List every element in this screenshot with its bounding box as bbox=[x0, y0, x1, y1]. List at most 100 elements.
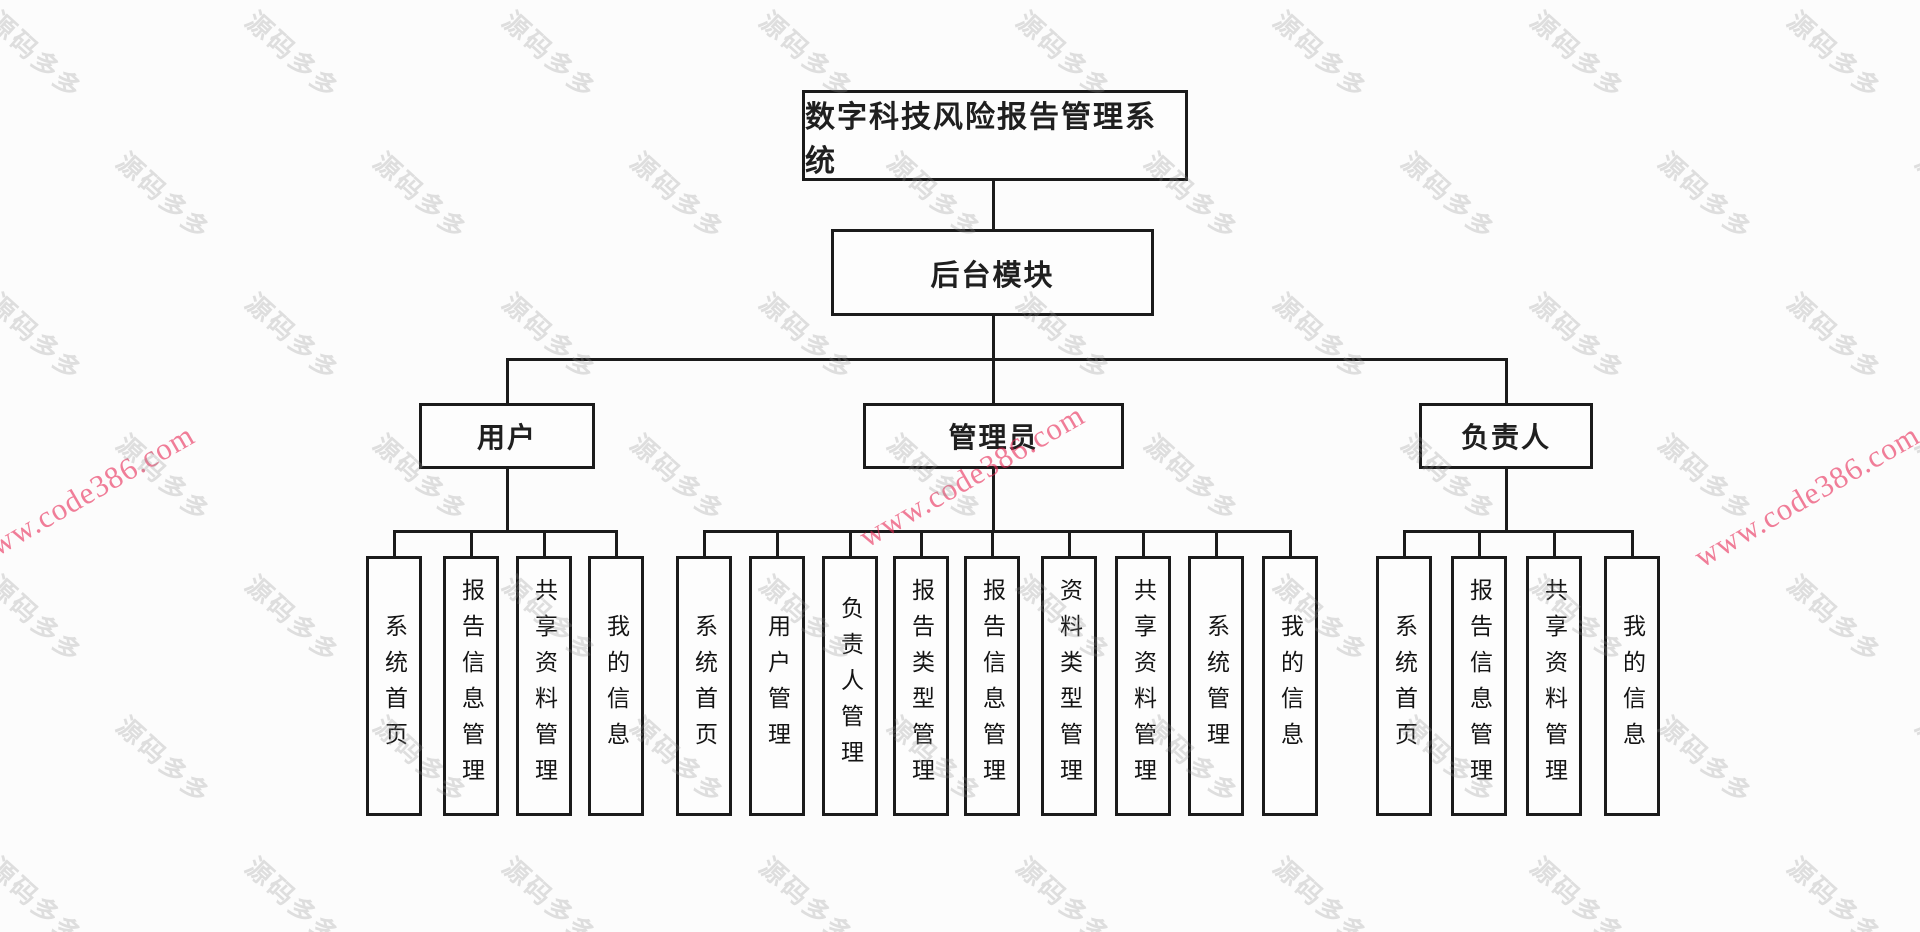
watermark-tile: 源码多多 bbox=[1909, 147, 1920, 247]
watermark-tile: 源码多多 bbox=[1909, 429, 1920, 529]
leaf-node: 报告类型管理 bbox=[893, 556, 949, 816]
node-root: 数字科技风险报告管理系统 bbox=[802, 90, 1188, 181]
watermark-tile: 源码多多 bbox=[367, 147, 474, 247]
watermark-tile: 源码多多 bbox=[1781, 852, 1888, 932]
leaf-node: 共享资料管理 bbox=[1526, 556, 1582, 816]
node-branch: 用户 bbox=[419, 403, 595, 469]
connector-line bbox=[614, 531, 618, 556]
watermark-tile: 源码多多 bbox=[1652, 429, 1759, 529]
leaf-node: 负责人管理 bbox=[822, 556, 878, 816]
connector-line bbox=[848, 531, 852, 556]
leaf-node: 系统管理 bbox=[1188, 556, 1244, 816]
watermark-tile: 源码多多 bbox=[110, 147, 217, 247]
watermark-tile: 源码多多 bbox=[239, 852, 346, 932]
connector-line bbox=[702, 529, 1292, 533]
connector-line bbox=[1504, 469, 1508, 531]
connector-line bbox=[542, 531, 546, 556]
watermark-tile: 源码多多 bbox=[110, 429, 217, 529]
leaf-node: 系统首页 bbox=[676, 556, 732, 816]
watermark-tile: 源码多多 bbox=[1524, 6, 1631, 106]
node-branch-label: 用户 bbox=[476, 422, 537, 453]
watermark-tile: 源码多多 bbox=[1781, 6, 1888, 106]
leaf-node: 用户管理 bbox=[749, 556, 805, 816]
connector-line bbox=[991, 181, 995, 229]
connector-line bbox=[775, 531, 779, 556]
watermark-tile: 源码多多 bbox=[624, 147, 731, 247]
watermark-tile: 源码多多 bbox=[1781, 288, 1888, 388]
watermark-tile: 源码多多 bbox=[0, 6, 89, 106]
connector-line bbox=[392, 529, 618, 533]
watermark-tile: 源码多多 bbox=[110, 711, 217, 811]
watermark-tile: 源码多多 bbox=[0, 852, 89, 932]
node-module: 后台模块 bbox=[831, 229, 1154, 316]
watermark-tile: 源码多多 bbox=[1267, 852, 1374, 932]
node-root-label: 数字科技风险报告管理系统 bbox=[805, 100, 1157, 178]
connector-line bbox=[1630, 531, 1634, 556]
leaf-node: 系统首页 bbox=[366, 556, 422, 816]
connector-line bbox=[991, 316, 995, 359]
leaf-node-label: 共享资料管理 bbox=[531, 578, 557, 794]
connector-line bbox=[505, 469, 509, 531]
leaf-node: 系统首页 bbox=[1376, 556, 1432, 816]
watermark-tile: 源码多多 bbox=[1652, 147, 1759, 247]
watermark-tile: 源码多多 bbox=[1267, 288, 1374, 388]
watermark-url: www.code386.com bbox=[1688, 416, 1920, 575]
leaf-node: 报告信息管理 bbox=[443, 556, 499, 816]
leaf-node: 我的信息 bbox=[1262, 556, 1318, 816]
connector-line bbox=[1067, 531, 1071, 556]
watermark-tile: 源码多多 bbox=[496, 6, 603, 106]
leaf-node: 共享资料管理 bbox=[516, 556, 572, 816]
leaf-node: 我的信息 bbox=[1604, 556, 1660, 816]
watermark-tile: 源码多多 bbox=[1267, 6, 1374, 106]
watermark-tile: 源码多多 bbox=[0, 288, 89, 388]
connector-line bbox=[505, 357, 1508, 361]
connector-line bbox=[1552, 531, 1556, 556]
watermark-tile: 源码多多 bbox=[1524, 288, 1631, 388]
leaf-node-label: 用户管理 bbox=[764, 614, 790, 758]
watermark-tile: 源码多多 bbox=[1138, 429, 1245, 529]
connector-line bbox=[1477, 531, 1481, 556]
leaf-node-label: 我的信息 bbox=[603, 614, 629, 758]
leaf-node-label: 资料类型管理 bbox=[1056, 578, 1082, 794]
leaf-node-label: 共享资料管理 bbox=[1541, 578, 1567, 794]
leaf-node-label: 报告信息管理 bbox=[1466, 578, 1492, 794]
leaf-node-label: 共享资料管理 bbox=[1130, 578, 1156, 794]
leaf-node: 我的信息 bbox=[588, 556, 644, 816]
watermark-tile: 源码多多 bbox=[1781, 570, 1888, 670]
leaf-node-label: 报告信息管理 bbox=[979, 578, 1005, 794]
watermark-tile: 源码多多 bbox=[1524, 852, 1631, 932]
leaf-node: 共享资料管理 bbox=[1115, 556, 1171, 816]
watermark-tile: 源码多多 bbox=[1395, 147, 1502, 247]
connector-line bbox=[919, 531, 923, 556]
watermark-tile: 源码多多 bbox=[239, 570, 346, 670]
connector-line bbox=[1504, 359, 1508, 403]
node-branch: 负责人 bbox=[1419, 403, 1593, 469]
leaf-node-label: 系统管理 bbox=[1203, 614, 1229, 758]
leaf-node-label: 系统首页 bbox=[381, 614, 407, 758]
connector-line bbox=[991, 469, 995, 531]
connector-line bbox=[505, 359, 509, 403]
node-branch-label: 管理员 bbox=[948, 422, 1039, 453]
watermark-tile: 源码多多 bbox=[239, 6, 346, 106]
watermark-tile: 源码多多 bbox=[0, 570, 89, 670]
connector-line bbox=[392, 531, 396, 556]
watermark-tile: 源码多多 bbox=[1909, 711, 1920, 811]
connector-line bbox=[469, 531, 473, 556]
watermark-tile: 源码多多 bbox=[239, 288, 346, 388]
watermark-tile: 源码多多 bbox=[1652, 711, 1759, 811]
connector-line bbox=[702, 531, 706, 556]
leaf-node-label: 我的信息 bbox=[1277, 614, 1303, 758]
connector-line bbox=[1402, 531, 1406, 556]
connector-line bbox=[1214, 531, 1218, 556]
watermark-tile: 源码多多 bbox=[496, 288, 603, 388]
connector-line bbox=[991, 359, 995, 403]
leaf-node-label: 系统首页 bbox=[1391, 614, 1417, 758]
leaf-node-label: 负责人管理 bbox=[837, 596, 863, 776]
leaf-node: 资料类型管理 bbox=[1041, 556, 1097, 816]
watermark-url: www.code386.com bbox=[0, 416, 201, 575]
node-branch-label: 负责人 bbox=[1460, 422, 1551, 453]
leaf-node-label: 系统首页 bbox=[691, 614, 717, 758]
node-branch: 管理员 bbox=[863, 403, 1124, 469]
connector-line bbox=[1288, 531, 1292, 556]
